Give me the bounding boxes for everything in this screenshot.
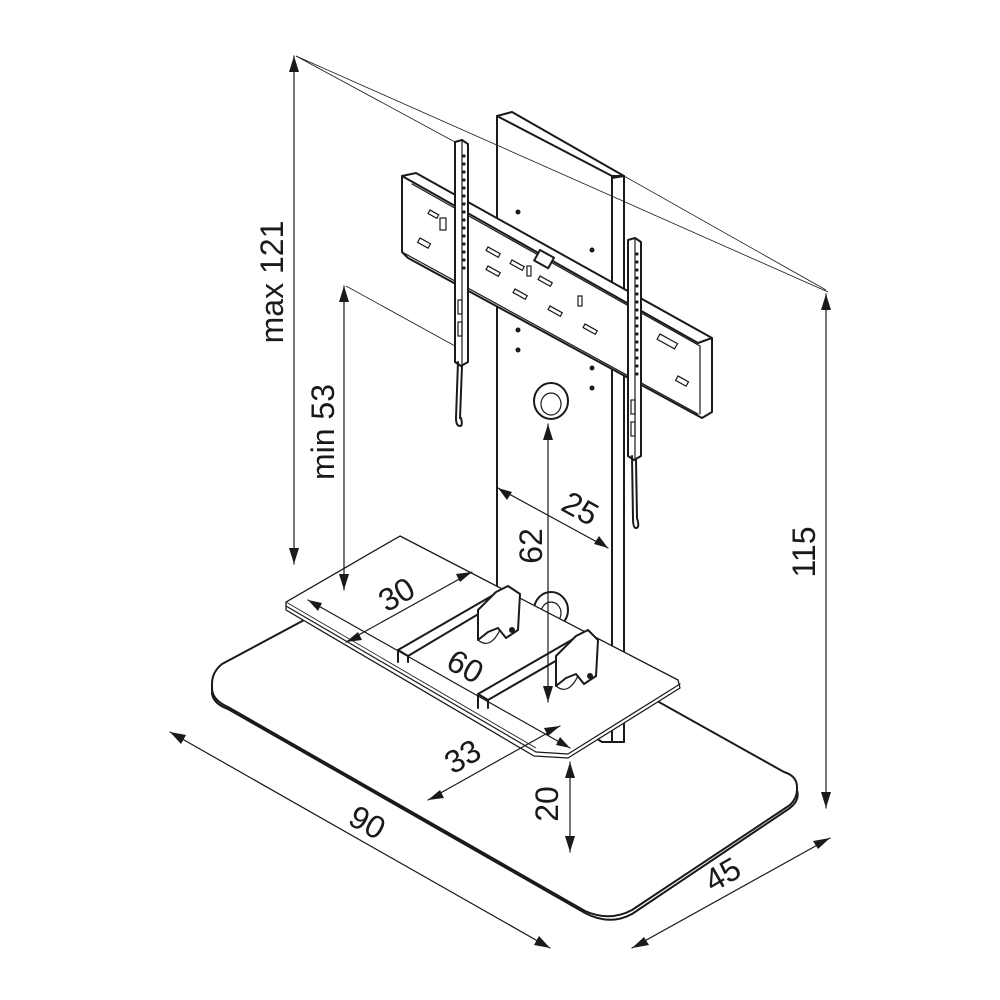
label-base-height: 20: [529, 786, 565, 822]
label-min-height: min 53: [305, 384, 341, 480]
right-arm-holes: [630, 252, 639, 437]
label-base-width: 90: [343, 798, 392, 847]
label-shelf-gap: 62: [513, 528, 549, 564]
left-vertical-arm: [454, 139, 469, 427]
shelf-bracket-upper: [397, 585, 521, 663]
rail-slots: [416, 209, 690, 388]
column-holes: [515, 209, 595, 391]
left-arm-holes: [457, 154, 466, 337]
dimension-lines: [169, 55, 831, 949]
label-total-height: 115: [786, 526, 822, 577]
cable-grommet-upper: [533, 382, 569, 420]
glass-shelf: [285, 535, 681, 759]
label-max-height: max 121: [254, 221, 290, 344]
right-vertical-arm: [627, 237, 642, 529]
